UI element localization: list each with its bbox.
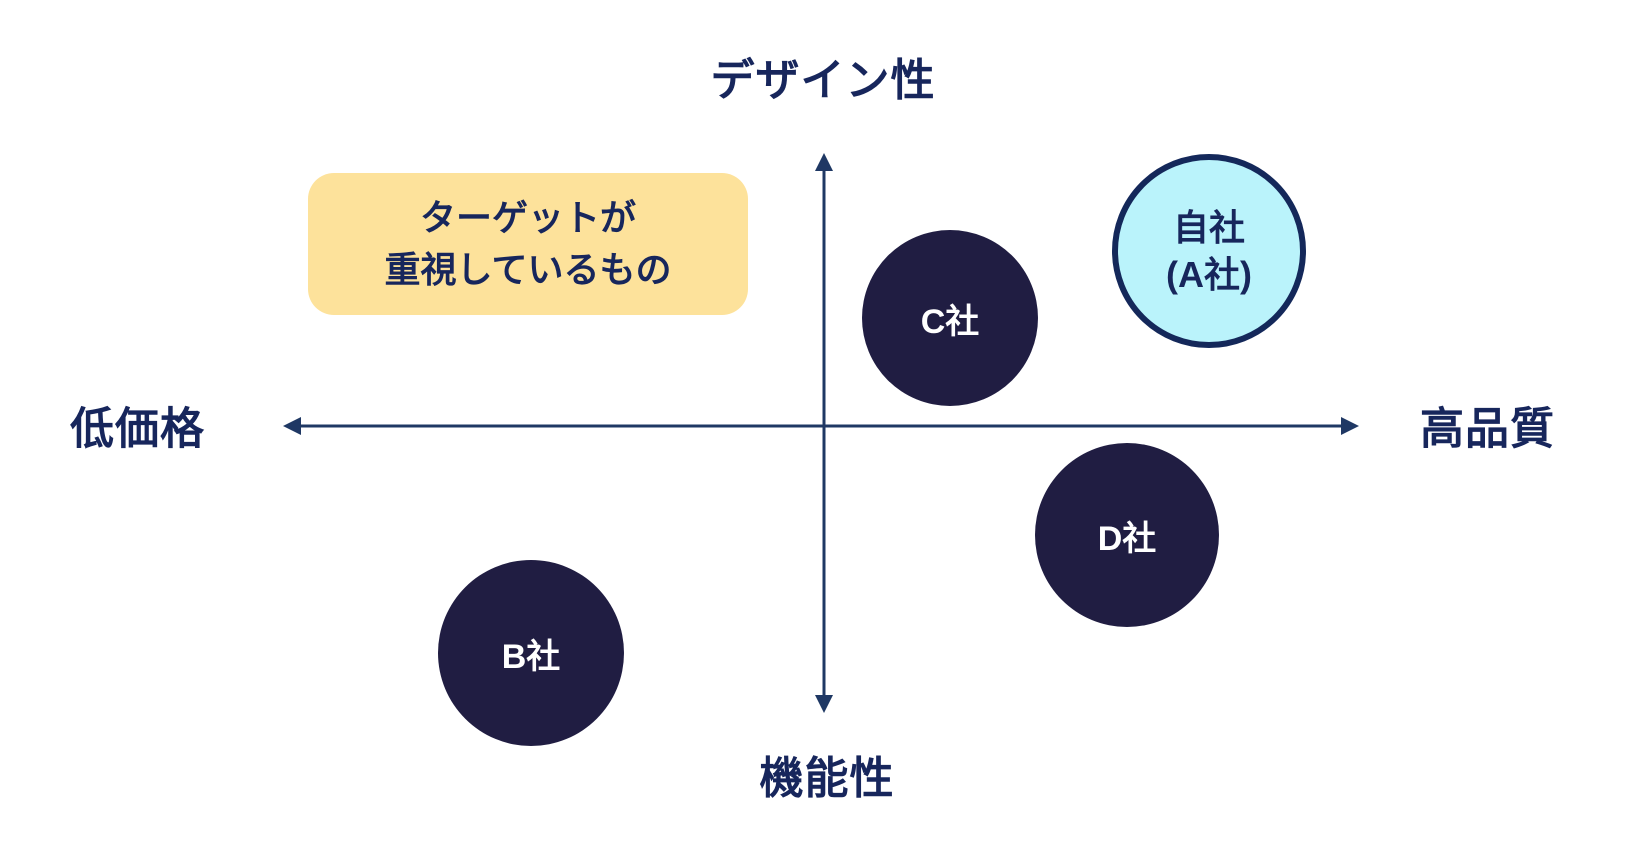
callout-line-2: 重視しているもの [384, 249, 672, 290]
bubble-own-company: 自社 (A社) [1112, 154, 1306, 348]
callout-line-1: ターゲットが [419, 197, 636, 238]
axis-label-low-price: 低価格 [70, 404, 205, 454]
bubble-company-b: B社 [438, 560, 624, 746]
target-priority-callout: ターゲットが 重視しているもの [308, 173, 748, 315]
bubble-company-d: D社 [1035, 443, 1219, 627]
bubble-company-c: C社 [862, 230, 1038, 406]
bubble-own-company-line-2: (A社) [1166, 254, 1252, 295]
bubble-company-d-label: D社 [1097, 519, 1157, 558]
axis-label-functionality: 機能性 [759, 754, 895, 803]
bubble-company-b-label: B社 [501, 637, 561, 676]
bubble-company-c-label: C社 [920, 302, 980, 341]
axis-label-high-quality: 高品質 [1420, 404, 1555, 454]
bubble-own-company-line-1: 自社 [1172, 207, 1245, 248]
axis-label-design: デザイン性 [710, 56, 936, 105]
